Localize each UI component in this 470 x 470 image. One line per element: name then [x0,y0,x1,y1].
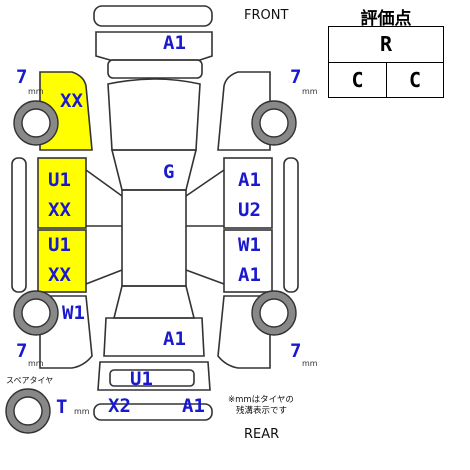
spare-tire-icon [5,388,51,434]
tread-front-left: 7 [16,66,28,88]
left-rear-door-outline [37,229,87,293]
spare-tire-label: スペアタイヤ [6,376,54,385]
code-left-front-door-1: U1 [48,169,71,191]
wheel-front-left [13,100,59,146]
front-grille-outline [95,31,213,61]
code-left-rear-door-1: U1 [48,234,71,256]
code-left-front-fender: XX [60,90,83,112]
left-front-door-outline [37,157,87,229]
tread-spare: T [56,396,68,418]
wheel-rear-left [13,290,59,336]
rear-bumper-outline [93,403,213,421]
right-rear-door-outline [223,229,273,293]
tread-unit-fl: mm [28,87,44,96]
front-bumper-outline [93,5,213,27]
code-rear-bumper-left: X2 [108,395,131,417]
trunk-outline [103,317,205,357]
tread-unit-fr: mm [302,87,318,96]
tread-front-right: 7 [290,66,302,88]
right-front-door-outline [223,157,273,229]
note-line-1: ※mmはタイヤの [228,395,294,405]
tread-rear-right: 7 [290,340,302,362]
front-label: FRONT [244,8,289,23]
code-right-rear-door-2: A1 [238,264,261,286]
overall-score: R [329,27,443,63]
wheel-rear-right [251,290,297,336]
code-roof: G [163,161,175,183]
interior-score: C [329,63,387,97]
code-trunk: A1 [163,328,186,350]
code-left-front-door-2: XX [48,199,71,221]
exterior-score: C [408,68,422,92]
wheel-front-right [251,100,297,146]
code-rear-bumper-right: A1 [182,395,205,417]
code-right-front-door-2: U2 [238,199,261,221]
windshield-outline [110,149,198,191]
rear-panel-outline [97,361,211,391]
tread-rear-left: 7 [16,340,28,362]
code-front-bumper: A1 [163,32,186,54]
code-right-front-door-1: A1 [238,169,261,191]
code-rear-panel: U1 [130,368,153,390]
tread-unit-rr: mm [302,359,318,368]
hood-outline [107,78,201,151]
score-title: 評価点 [360,9,412,29]
tread-unit-rl: mm [28,359,44,368]
roof-outline [121,189,187,287]
code-left-rear-wheel: W1 [62,302,85,324]
score-table: R C C [328,26,444,98]
code-left-rear-door-2: XX [48,264,71,286]
rear-label: REAR [244,427,280,442]
note-line-2: 残溝表示です [236,406,288,416]
code-right-rear-door-1: W1 [238,234,261,256]
tread-unit-spare: mm [74,407,90,416]
